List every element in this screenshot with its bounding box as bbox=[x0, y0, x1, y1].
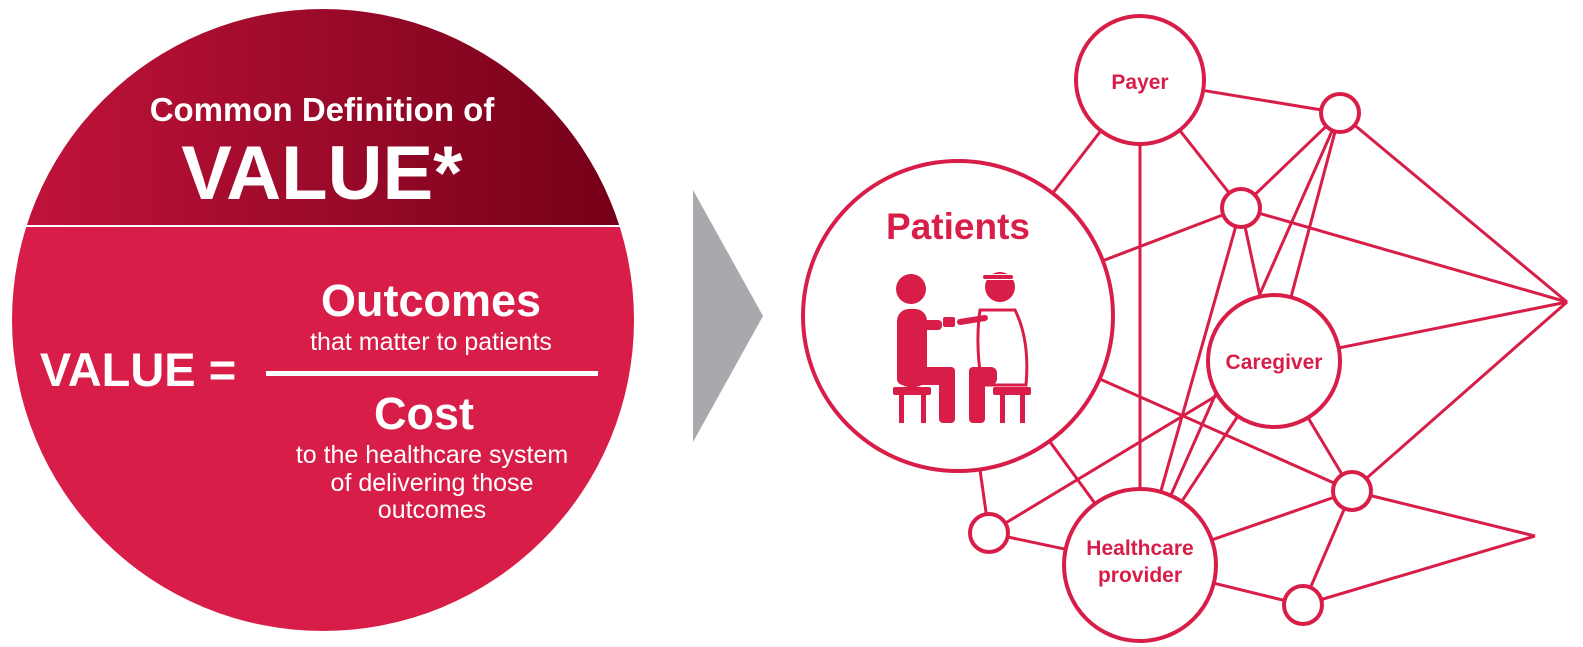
patients-label: Patients bbox=[886, 206, 1030, 247]
provider-label-line1: Healthcare bbox=[1086, 537, 1193, 560]
denominator-subtitle-line1: to the healthcare system bbox=[296, 441, 568, 469]
value-circle: Common Definition of VALUE* VALUE = Outc… bbox=[0, 9, 660, 631]
payer-label: Payer bbox=[1111, 71, 1168, 94]
denominator-subtitle-line3: outcomes bbox=[378, 496, 486, 524]
numerator-title: Outcomes bbox=[321, 275, 541, 326]
small-node bbox=[1319, 92, 1361, 134]
caregiver-label: Caregiver bbox=[1226, 351, 1323, 374]
link bbox=[1239, 111, 1342, 210]
patient-with-doctor-icon bbox=[893, 272, 1031, 423]
small-node bbox=[968, 512, 1010, 554]
small-node bbox=[1282, 584, 1324, 626]
network-nodes bbox=[801, 14, 1373, 643]
provider-label-line2: provider bbox=[1098, 564, 1182, 587]
patients-node bbox=[801, 159, 1115, 473]
healthcare-provider-node bbox=[1062, 487, 1218, 643]
value-heading-line2: VALUE* bbox=[181, 131, 463, 216]
numerator-subtitle: that matter to patients bbox=[310, 328, 552, 356]
value-circle-bottom bbox=[12, 226, 634, 631]
link bbox=[1302, 534, 1536, 607]
denominator-subtitle-line2: of delivering those bbox=[331, 469, 534, 497]
fraction-bar bbox=[266, 371, 598, 376]
chevron-right-icon bbox=[693, 190, 763, 442]
value-equation-label: VALUE = bbox=[40, 343, 236, 396]
link bbox=[1351, 489, 1536, 538]
value-heading-line1: Common Definition of bbox=[150, 91, 496, 128]
small-node bbox=[1331, 470, 1373, 512]
denominator-title: Cost bbox=[374, 388, 474, 439]
value-circle-top bbox=[26, 9, 620, 226]
caregiver-node bbox=[1206, 293, 1342, 429]
small-node bbox=[1220, 187, 1262, 229]
payer-node bbox=[1074, 14, 1206, 146]
link bbox=[1351, 300, 1568, 493]
link bbox=[1339, 111, 1568, 304]
link bbox=[1240, 206, 1568, 304]
